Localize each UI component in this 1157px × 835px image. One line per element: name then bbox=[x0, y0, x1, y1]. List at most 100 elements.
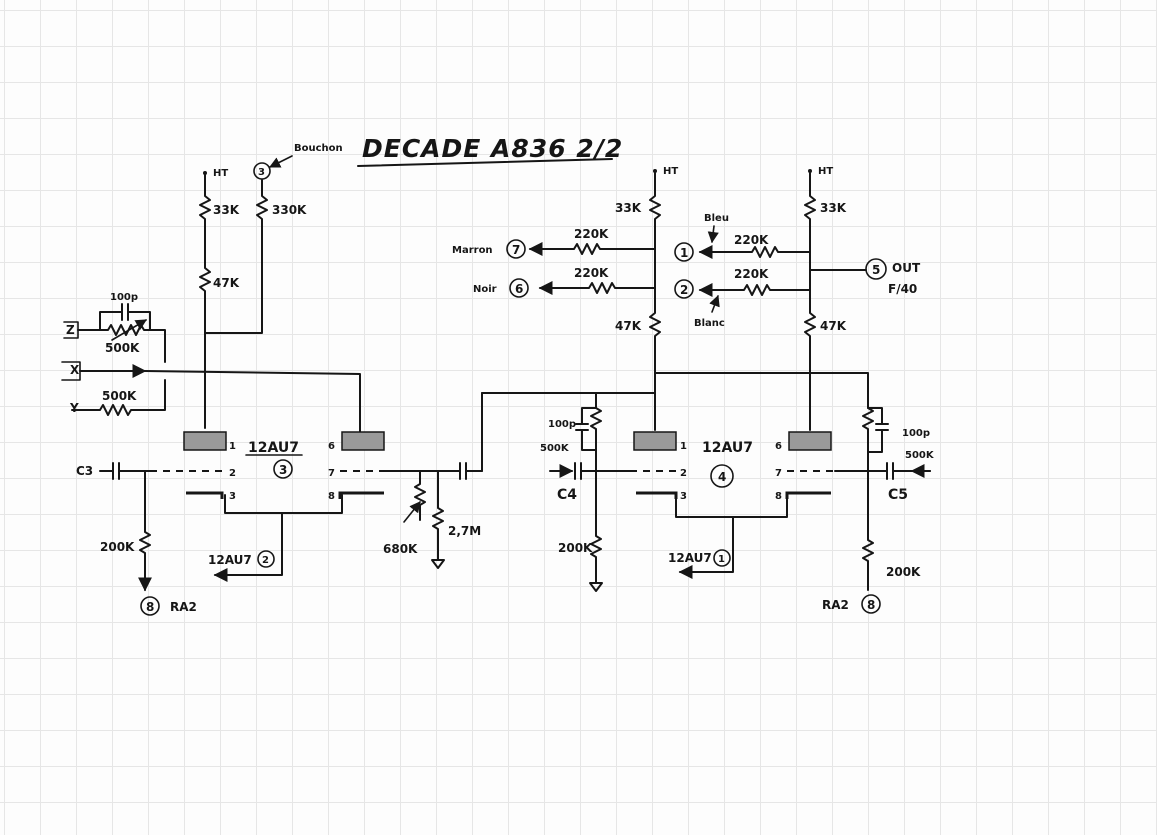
r-200k-mid-label: 200K bbox=[558, 541, 593, 555]
z-network-wire-a bbox=[77, 311, 123, 331]
ground-symbol-left bbox=[431, 559, 445, 569]
ht-right-node bbox=[808, 169, 812, 173]
r-2m7-label: 2,7M bbox=[448, 524, 481, 538]
plate-wire-left bbox=[199, 174, 211, 429]
r-500k-c4-symbol bbox=[590, 407, 602, 451]
plug-pin-number: 3 bbox=[258, 167, 265, 178]
r-47k-right-label: 47K bbox=[820, 319, 847, 333]
tube3-pin-3: 3 bbox=[229, 491, 236, 502]
blanc-label: Blanc bbox=[694, 318, 725, 329]
grid-wire-left bbox=[144, 370, 361, 433]
input-z-label: Z bbox=[66, 323, 75, 337]
link-tube2-label: 12AU7 bbox=[208, 553, 252, 567]
marron-circle bbox=[506, 239, 526, 259]
bleu-label: Bleu bbox=[704, 213, 729, 224]
ra2-left-label: RA2 bbox=[170, 600, 197, 614]
tube3-number: 3 bbox=[279, 463, 287, 477]
plug-arrow bbox=[268, 155, 293, 168]
tube4-pin-8: 8 bbox=[775, 491, 782, 502]
tube4-pin-2: 2 bbox=[680, 468, 687, 479]
r-680k-symbol bbox=[414, 470, 426, 521]
ground-symbol-mid bbox=[589, 582, 603, 592]
r-33k-left-label: 33K bbox=[213, 203, 240, 217]
link-to-tube1-arrow bbox=[678, 516, 734, 579]
noir-label: Noir bbox=[473, 284, 497, 295]
ra2-right-circle bbox=[861, 594, 881, 614]
r-330k-label: 330K bbox=[272, 203, 307, 217]
plug-label: Bouchon bbox=[294, 143, 343, 154]
r-680k-wiper bbox=[403, 501, 421, 523]
link-to-tube2-arrow bbox=[213, 512, 283, 582]
tube4-cathode-tie bbox=[675, 498, 788, 518]
tube3-cathode-left bbox=[186, 491, 224, 499]
r-200k-right-label: 200K bbox=[886, 565, 921, 579]
link-tube1-label: 12AU7 bbox=[668, 551, 712, 565]
c-100p-c5-label: 100p bbox=[902, 428, 930, 439]
r-220k-marron-symbol bbox=[528, 242, 656, 256]
tube4-type: 12AU7 bbox=[702, 440, 753, 456]
tube3-plate-left bbox=[183, 431, 227, 451]
tube3-pin-2: 2 bbox=[229, 468, 236, 479]
tube4-cathode-right bbox=[785, 491, 831, 499]
r-220k-noir-label: 220K bbox=[574, 266, 609, 280]
r-33k-mid-label: 33K bbox=[615, 201, 642, 215]
ht-mid-label: HT bbox=[663, 166, 678, 177]
c3-symbol bbox=[99, 462, 151, 480]
out-sublabel: F/40 bbox=[888, 282, 917, 296]
tube4-pin-7: 7 bbox=[775, 468, 782, 479]
r-500k-z-symbol bbox=[99, 324, 166, 363]
ht-right-label: HT bbox=[818, 166, 833, 177]
r-33k-right-label: 33K bbox=[820, 201, 847, 215]
r-220k-bleu-label: 220K bbox=[734, 233, 769, 247]
plate-wire-right bbox=[804, 172, 816, 431]
r-220k-bleu-symbol bbox=[698, 245, 811, 259]
link-tube2-pin: 2 bbox=[262, 555, 269, 566]
tube4-cathode-left bbox=[636, 491, 678, 499]
bleu-circle bbox=[674, 242, 694, 262]
tube4-pin-3: 3 bbox=[680, 491, 687, 502]
ht-mid-node bbox=[653, 169, 657, 173]
tube4-pin-1: 1 bbox=[680, 441, 687, 452]
r-200k-left-label: 200K bbox=[100, 540, 135, 554]
plate-wire-mid bbox=[649, 172, 661, 431]
r-500k-z-label: 500K bbox=[105, 341, 140, 355]
input-y-label: Y bbox=[69, 401, 79, 415]
ra2-left-circle bbox=[140, 596, 160, 616]
c4-label: C4 bbox=[557, 487, 577, 503]
ht-left-node bbox=[203, 171, 207, 175]
c-100p-c4-label: 100p bbox=[548, 419, 576, 430]
c5-symbol bbox=[834, 462, 931, 480]
blanc-pin: 2 bbox=[680, 283, 688, 297]
c4-symbol bbox=[574, 462, 631, 480]
r-200k-mid-symbol bbox=[590, 449, 602, 584]
tube3-pin-6: 6 bbox=[328, 441, 335, 452]
r-500k-y-symbol bbox=[71, 379, 166, 416]
link-tube1-pin: 1 bbox=[718, 554, 725, 565]
tube4-number: 4 bbox=[718, 470, 726, 484]
c-100p-c5-symbol bbox=[867, 391, 889, 453]
title-underline bbox=[357, 158, 613, 167]
input-x-label: X bbox=[70, 363, 80, 377]
diagram-title: DECADE A836 2/2 bbox=[362, 134, 623, 163]
tube3-number-circle bbox=[273, 459, 293, 479]
r-47k-left-label: 47K bbox=[213, 276, 240, 290]
ra2-right-pin: 8 bbox=[867, 598, 875, 612]
mid-tie-wire bbox=[654, 372, 869, 393]
marron-label: Marron bbox=[452, 245, 493, 256]
r-220k-blanc-symbol bbox=[698, 283, 811, 297]
r-220k-noir-symbol bbox=[538, 281, 656, 295]
c-100p-z-label: 100p bbox=[110, 292, 138, 303]
blanc-circle bbox=[674, 279, 694, 299]
noir-pin: 6 bbox=[515, 282, 523, 296]
r-500k-c5-label: 500K bbox=[905, 450, 935, 461]
r-200k-right-symbol bbox=[862, 451, 874, 591]
r-47k-mid-label: 47K bbox=[615, 319, 642, 333]
tube4-plate-left bbox=[633, 431, 677, 451]
ra2-right-label: RA2 bbox=[822, 598, 849, 612]
blanc-arrow bbox=[709, 294, 720, 313]
link-tube1-circle bbox=[713, 549, 731, 567]
r-500k-c5-symbol bbox=[862, 407, 874, 453]
tube4-number-circle bbox=[710, 464, 734, 488]
r-500k-z-wiper bbox=[111, 319, 147, 341]
